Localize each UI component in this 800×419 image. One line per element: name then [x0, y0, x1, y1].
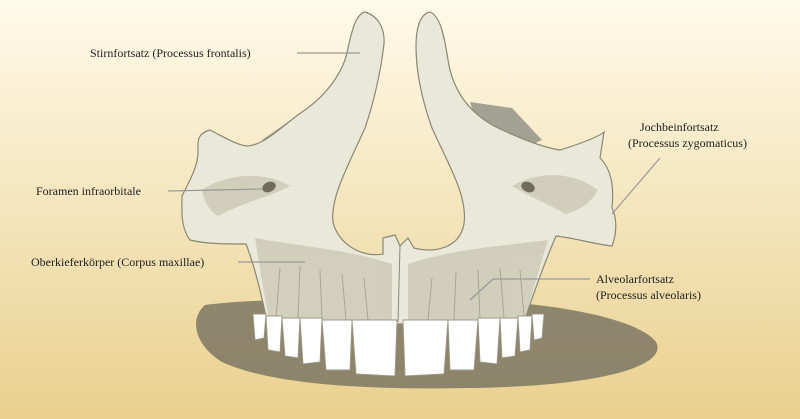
label-zygomatic-process-line1: Jochbeinfortsatz — [640, 120, 719, 134]
bone-ridges — [275, 245, 525, 323]
teeth — [252, 313, 545, 377]
tooth — [252, 313, 267, 341]
label-infraorbital-foramen: Foramen infraorbitale — [36, 184, 141, 198]
label-alveolar-process-line1: Alveolarfortsatz — [596, 272, 674, 286]
tooth — [531, 313, 545, 341]
tooth — [402, 319, 449, 377]
tooth — [265, 315, 283, 353]
tooth — [281, 317, 301, 359]
leader-alveolar-tick — [469, 278, 494, 301]
label-alveolar-process-line2: (Processus alveolaris) — [596, 288, 701, 302]
tooth — [299, 317, 323, 365]
label-zygomatic-process-line2: (Processus zygomaticus) — [628, 136, 747, 150]
tooth — [321, 319, 353, 371]
leader-zygomatic — [611, 157, 661, 215]
label-maxilla-body: Oberkieferkörper (Corpus maxillae) — [31, 255, 204, 269]
tooth — [351, 319, 398, 377]
labels: Stirnfortsatz (Processus frontalis) Joch… — [31, 46, 747, 302]
leader-lines — [167, 52, 661, 301]
tooth — [447, 319, 479, 371]
infraorbital-foramina — [262, 181, 535, 193]
tooth — [499, 317, 519, 359]
label-frontal-process: Stirnfortsatz (Processus frontalis) — [90, 46, 251, 60]
leader-infraorbital — [167, 188, 263, 192]
tooth — [477, 317, 501, 365]
tooth — [517, 315, 533, 353]
